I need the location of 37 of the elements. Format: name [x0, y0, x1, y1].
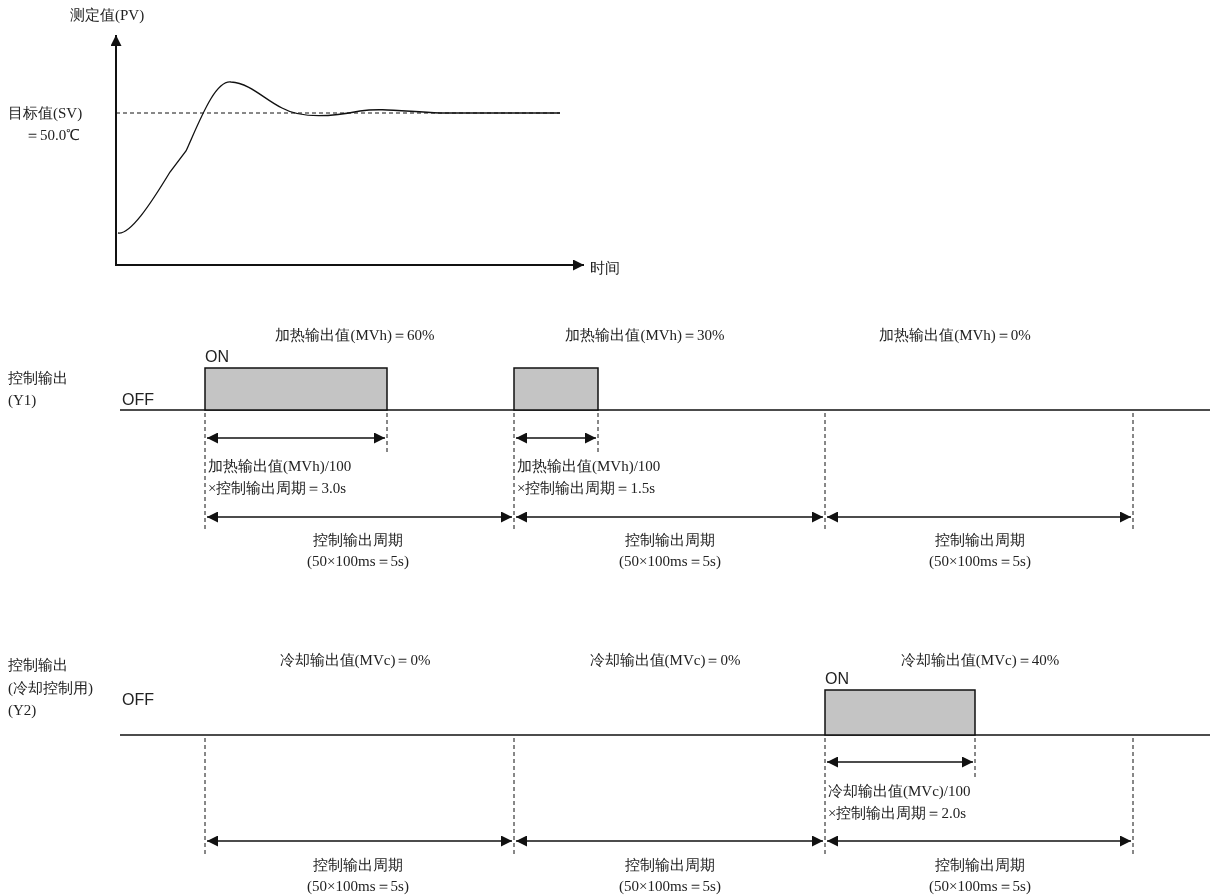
period-label: 控制输出周期 [625, 531, 715, 549]
output-value-label: 冷却输出值(MVc)＝40% [900, 651, 1060, 669]
signal-label: 控制输出 [8, 656, 68, 674]
period-label: (50×100ms＝5s) [929, 877, 1031, 895]
output-value-label: 加热输出值(MVh)＝30% [565, 326, 725, 344]
formula-text: 加热输出值(MVh)/100 [208, 457, 352, 475]
signal-label: (Y1) [8, 391, 37, 409]
period-label: 控制输出周期 [313, 531, 403, 549]
output-value-label: 加热输出值(MVh)＝60% [275, 326, 435, 344]
formula-text: 加热输出值(MVh)/100 [517, 457, 661, 475]
state-label: ON [825, 670, 849, 688]
output-value-label: 冷却输出值(MVc)＝0% [279, 651, 431, 669]
period-label: (50×100ms＝5s) [619, 552, 721, 570]
period-label: (50×100ms＝5s) [929, 552, 1031, 570]
period-label: 控制输出周期 [935, 531, 1025, 549]
period-label: 控制输出周期 [625, 856, 715, 874]
period-label: (50×100ms＝5s) [307, 552, 409, 570]
axis-label: 测定值(PV) [70, 6, 145, 24]
state-label: ON [205, 348, 229, 366]
formula-text: 冷却输出值(MVc)/100 [828, 782, 971, 800]
output-value-label: 加热输出值(MVh)＝0% [879, 326, 1031, 344]
period-label: 控制输出周期 [313, 856, 403, 874]
formula-text: ×控制输出周期＝3.0s [208, 479, 347, 497]
signal-label: (Y2) [8, 701, 37, 719]
signal-label: 控制输出 [8, 369, 68, 387]
period-label: 控制输出周期 [935, 856, 1025, 874]
formula-text: ×控制输出周期＝2.0s [828, 804, 967, 822]
state-label: OFF [122, 391, 154, 409]
period-label: (50×100ms＝5s) [307, 877, 409, 895]
state-label: OFF [122, 691, 154, 709]
setpoint-label: 目标值(SV) [8, 104, 83, 122]
axis-label: 时间 [590, 259, 620, 277]
output-value-label: 冷却输出值(MVc)＝0% [589, 651, 741, 669]
formula-text: ×控制输出周期＝1.5s [517, 479, 656, 497]
signal-label: (冷却控制用) [8, 679, 93, 697]
period-label: (50×100ms＝5s) [619, 877, 721, 895]
setpoint-label: ＝50.0℃ [25, 126, 81, 144]
